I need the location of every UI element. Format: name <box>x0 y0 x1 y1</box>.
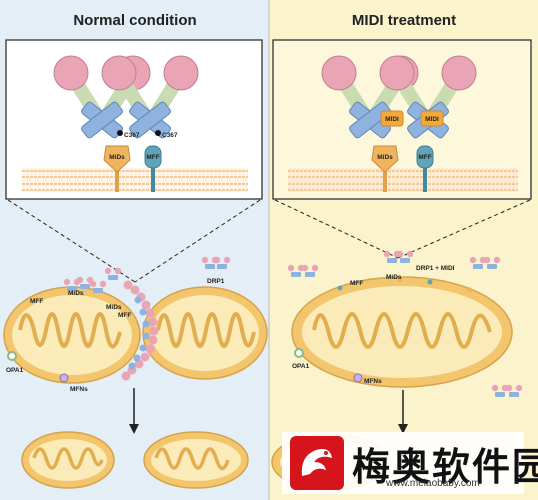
left-mfns-callout: MFNs <box>70 386 88 393</box>
right-arrow-head <box>398 424 408 434</box>
midi-label-a: MIDI <box>385 116 399 123</box>
left-mff-protein: MFF <box>144 145 162 192</box>
right-drp1-midi-callout: DRP1 + MIDI <box>416 265 455 272</box>
left-mff-callout: MFF <box>30 298 43 305</box>
left-mfns-icon <box>59 373 69 383</box>
c367-label-a: C367 <box>124 132 140 139</box>
right-mids-dot-1 <box>397 277 403 283</box>
right-mitochondrion <box>291 276 513 388</box>
left-drp1-callout: DRP1 <box>207 278 225 285</box>
right-opa1-icon <box>294 348 304 358</box>
right-mff-callout: MFF <box>350 280 363 287</box>
right-panel-title: MIDI treatment <box>352 12 456 29</box>
left-panel-title: Normal condition <box>73 12 196 29</box>
zoom-lines <box>7 199 531 283</box>
midi-label-b: MIDI <box>425 116 439 123</box>
left-mids-protein: MiDs <box>103 145 131 192</box>
watermark: 梅奥软件园 www.meiaobaby.com <box>282 432 538 494</box>
c367-marker-b <box>155 130 161 136</box>
midi-compound-b: MIDI <box>420 110 444 127</box>
right-mids-protein: MiDs <box>371 145 399 192</box>
right-mff-protein: MFF <box>416 145 434 192</box>
right-opa1-callout: OPA1 <box>292 363 310 370</box>
right-mids-label: MiDs <box>377 154 393 161</box>
right-mff-dot-1 <box>337 285 343 291</box>
watermark-text: 梅奥软件园 <box>352 445 538 489</box>
left-daughter-mitochondrion-b <box>143 431 249 489</box>
right-mfns-icon <box>353 373 363 383</box>
right-mids-dot-2 <box>467 287 473 293</box>
right-mff-label: MFF <box>418 154 431 161</box>
left-inset: C367 C367 MiDs MFF <box>5 39 263 200</box>
right-inset: MIDI MIDI MiDs MFF <box>272 39 532 200</box>
left-mids-label: MiDs <box>109 154 125 161</box>
left-opa1-icon <box>7 351 17 361</box>
left-inset-membrane <box>22 168 248 192</box>
dragon-logo-icon <box>290 436 344 490</box>
right-mids-callout: MiDs <box>386 274 402 281</box>
left-mitochondrion-b <box>142 286 268 380</box>
right-mfns-callout: MFNs <box>364 378 382 385</box>
watermark-url: www.meiaobaby.com <box>386 478 480 489</box>
left-mitochondrion-a <box>3 286 141 384</box>
midi-compound-a: MIDI <box>380 110 404 127</box>
left-mids-center-callout: MiDs <box>106 304 122 311</box>
left-mff-label: MFF <box>146 154 159 161</box>
left-daughter-mitochondrion-a <box>21 431 115 489</box>
c367-label-b: C367 <box>162 132 178 139</box>
left-opa1-callout: OPA1 <box>6 367 24 374</box>
left-mff-center-callout: MFF <box>118 312 131 319</box>
c367-marker-a <box>117 130 123 136</box>
right-inset-membrane <box>288 168 518 192</box>
left-mids-callout: MiDs <box>68 290 84 297</box>
drp1-constriction-ring <box>121 280 159 381</box>
right-mff-dot-2 <box>427 279 433 285</box>
left-arrow-head <box>129 424 139 434</box>
